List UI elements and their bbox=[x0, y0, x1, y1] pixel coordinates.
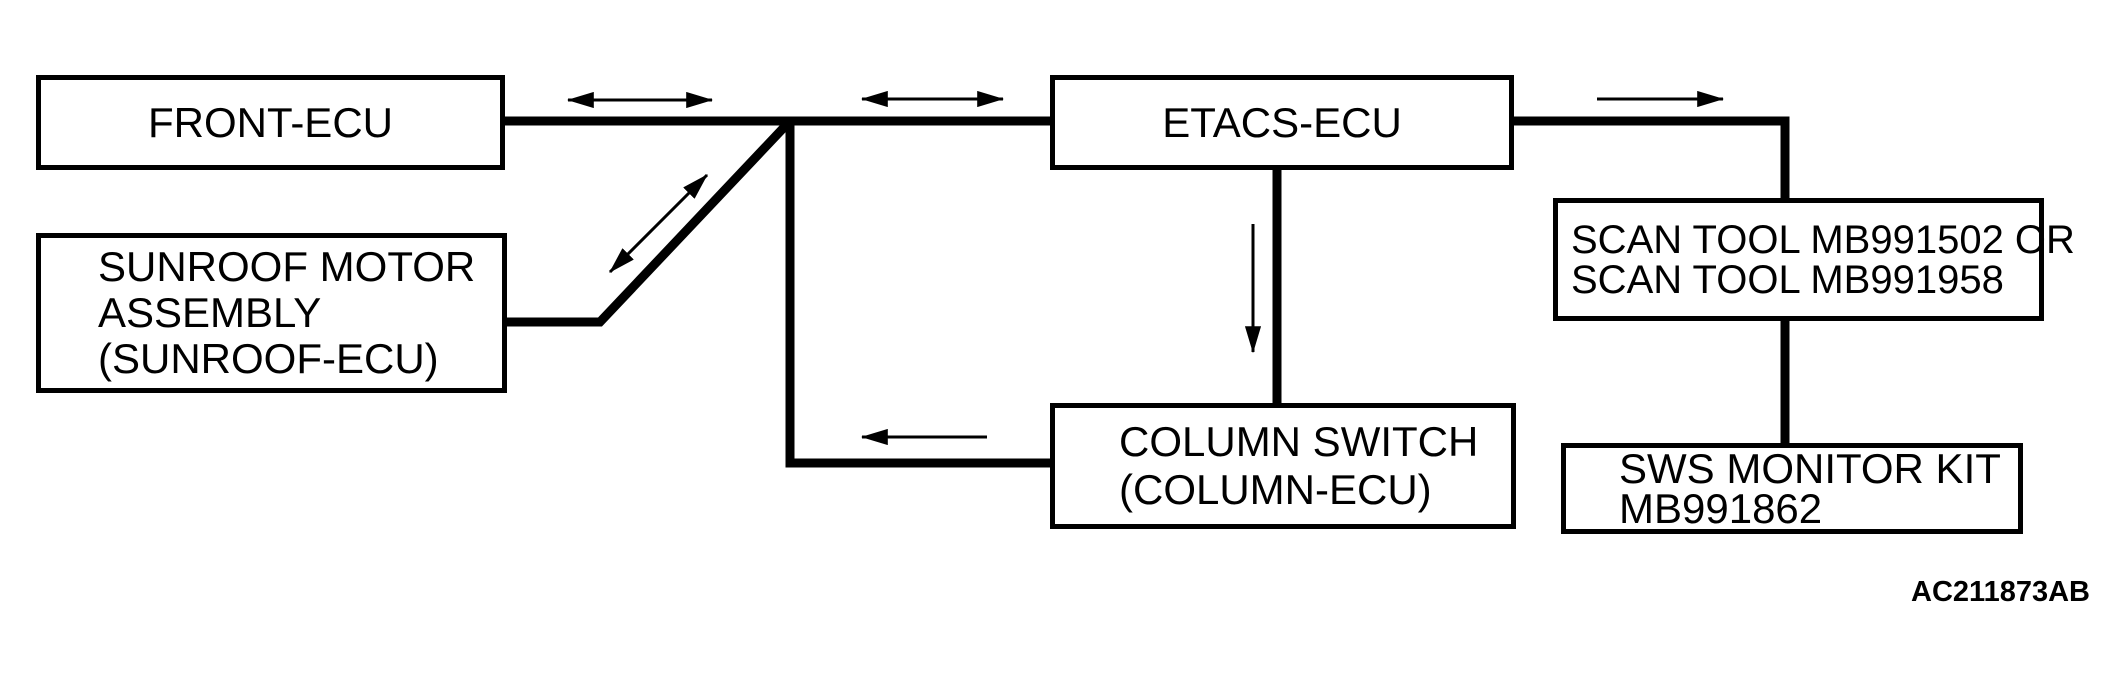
node-sunroof-motor-assembly: SUNROOF MOTOR ASSEMBLY (SUNROOF-ECU) bbox=[36, 233, 507, 393]
figure-code-label: AC211873AB bbox=[1911, 576, 2090, 608]
node-label-line: SCAN TOOL MB991502 OR bbox=[1571, 217, 2075, 262]
node-label-line: MB991862 bbox=[1619, 484, 1823, 532]
bus-etacs-to-scan-tool bbox=[1514, 116, 1790, 203]
node-sws-monitor-kit: SWS MONITOR KIT MB991862 bbox=[1561, 443, 2023, 534]
bus-sunroof-diagonal bbox=[507, 117, 794, 327]
node-label-line: SUNROOF MOTOR bbox=[98, 243, 476, 290]
node-label-line: ASSEMBLY bbox=[98, 289, 322, 336]
two-way-arrow-icon-sunroof-diagonal bbox=[608, 173, 709, 274]
node-scan-tool: SCAN TOOL MB991502 OR SCAN TOOL MB991958 bbox=[1553, 198, 2075, 321]
node-etacs-ecu: ETACS-ECU bbox=[1050, 75, 1514, 170]
node-column-switch: COLUMN SWITCH (COLUMN-ECU) bbox=[1050, 403, 1516, 529]
bus-junction-to-column bbox=[785, 117, 1050, 468]
node-label-line: (SUNROOF-ECU) bbox=[98, 335, 439, 382]
node-label-line: SCAN TOOL MB991958 bbox=[1571, 257, 2004, 302]
node-label-line: COLUMN SWITCH bbox=[1119, 418, 1479, 465]
node-label-line: SWS MONITOR KIT bbox=[1619, 444, 2001, 492]
node-front-ecu: FRONT-ECU bbox=[36, 75, 505, 170]
node-label: ETACS-ECU bbox=[1162, 98, 1402, 146]
node-label-line: (COLUMN-ECU) bbox=[1119, 466, 1432, 513]
node-label: FRONT-ECU bbox=[148, 98, 393, 146]
